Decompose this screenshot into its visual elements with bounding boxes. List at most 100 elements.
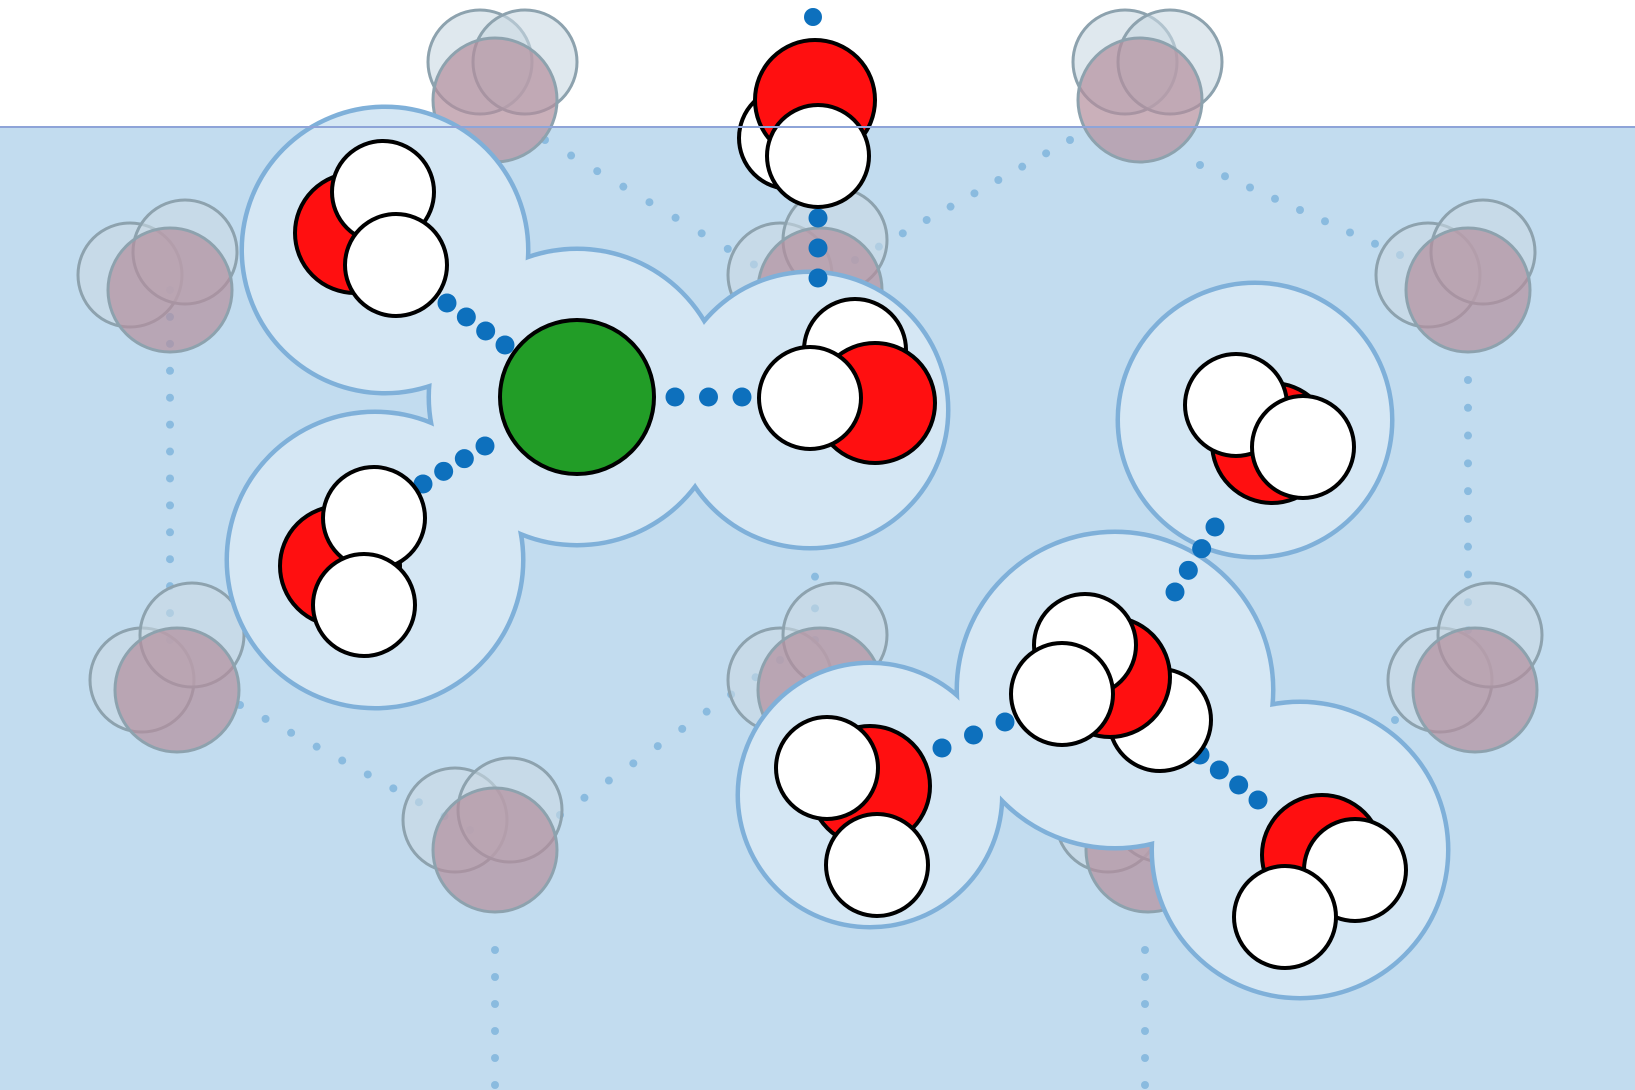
background-water-molecule <box>1374 198 1537 354</box>
water-molecule <box>278 465 427 658</box>
bond-dot <box>898 229 907 238</box>
bond-dot <box>1271 194 1279 203</box>
bond-dot <box>1464 514 1472 523</box>
bond-dot <box>363 770 372 779</box>
bond-dot <box>454 449 474 469</box>
bond-dot <box>1165 582 1185 602</box>
bond-dot <box>434 461 454 481</box>
bond-dot <box>166 393 174 402</box>
background-hydrogen-bond <box>491 946 499 1089</box>
shell-outline <box>224 409 526 711</box>
bond-dot <box>922 216 931 224</box>
bond-dot <box>491 1000 499 1008</box>
shell-fills <box>229 109 1446 996</box>
bond-dot <box>1464 431 1472 440</box>
hydrogen-bond <box>413 436 495 494</box>
bond-dot <box>1196 161 1204 169</box>
hydrogen-atom <box>824 812 930 918</box>
bond-dot <box>593 167 602 176</box>
bond-dot <box>1141 1000 1149 1008</box>
bond-dot <box>702 707 711 716</box>
bond-dot <box>1221 172 1229 181</box>
bond-dot <box>567 151 576 160</box>
bond-dot <box>1346 228 1354 237</box>
bond-dot <box>1464 487 1472 496</box>
bond-dot <box>312 742 321 751</box>
bond-dot <box>1178 560 1198 580</box>
water-molecules <box>278 38 1408 970</box>
oxygen-atom <box>1411 626 1539 754</box>
hydrogen-atom <box>1009 641 1115 747</box>
water-molecule <box>774 715 932 918</box>
water-molecule <box>1009 592 1213 773</box>
bond-dot <box>970 189 979 198</box>
bond-dot <box>1042 149 1051 158</box>
hydrogen-bond <box>808 208 828 288</box>
water-molecule <box>737 38 877 209</box>
bond-dot <box>437 293 457 313</box>
bond-dot <box>491 1081 499 1089</box>
bond-dot <box>678 724 687 733</box>
bond-dot <box>1141 946 1149 954</box>
bond-dot <box>697 229 706 238</box>
bond-dot <box>1464 403 1472 412</box>
bond-dot <box>1141 1027 1149 1035</box>
water-molecule <box>293 139 449 318</box>
bond-dot <box>166 474 174 483</box>
bond-dot <box>1229 775 1249 795</box>
bond-dot <box>808 208 828 228</box>
bond-dot <box>1464 459 1472 468</box>
hydrogen-atom <box>757 345 863 451</box>
bond-dot <box>723 244 732 253</box>
bond-dot <box>699 387 718 407</box>
hydrogen-atom <box>1250 394 1356 500</box>
background-water-molecule <box>401 756 564 914</box>
hydrogen-atom <box>343 212 449 318</box>
bond-dot <box>1391 716 1399 724</box>
hydrogen-bond <box>1190 745 1268 810</box>
bond-dot <box>166 501 174 510</box>
water-molecule <box>757 297 937 465</box>
bond-dot <box>804 8 822 26</box>
bond-dot <box>389 784 398 793</box>
bond-dot <box>475 436 495 456</box>
bond-dot <box>1296 206 1304 214</box>
bond-dot <box>261 714 270 723</box>
bond-dot <box>166 366 174 375</box>
bond-dot <box>1464 570 1472 579</box>
background-hydrogen-bond <box>1141 946 1149 1089</box>
bond-dot <box>994 176 1003 184</box>
background-water-molecule <box>76 198 239 354</box>
background-water-molecule <box>1071 8 1224 164</box>
bond-dot <box>338 756 347 765</box>
bond-dot <box>1205 517 1225 537</box>
hydrogen-atom <box>774 715 880 821</box>
bond-dot <box>1141 973 1149 981</box>
bond-dot <box>166 447 174 456</box>
bond-dot <box>732 387 752 407</box>
bond-dot <box>932 738 952 758</box>
hydrogen-atom <box>311 552 417 658</box>
water-molecule <box>1183 352 1356 505</box>
bond-dot <box>491 1027 499 1035</box>
bond-dot <box>619 182 628 191</box>
bond-dot <box>1141 1054 1149 1062</box>
bond-dot <box>166 555 174 564</box>
hydrogen-atom <box>1232 864 1338 970</box>
bond-dot <box>1248 790 1268 810</box>
hydrogen-bond <box>1165 517 1225 602</box>
bond-dot <box>287 728 296 737</box>
shell-outline <box>239 104 531 396</box>
bond-dot <box>1192 539 1212 559</box>
bond-dot <box>476 321 496 341</box>
bond-dot <box>808 238 828 258</box>
bond-dot <box>1018 162 1027 171</box>
bond-dot <box>946 202 955 211</box>
bond-dot <box>645 198 654 207</box>
shell-outline <box>1149 699 1451 1001</box>
oxygen-atom <box>431 786 559 914</box>
hydrogen-bond <box>932 712 1015 758</box>
background-water-molecule <box>1386 581 1544 754</box>
bond-dot <box>811 572 819 581</box>
